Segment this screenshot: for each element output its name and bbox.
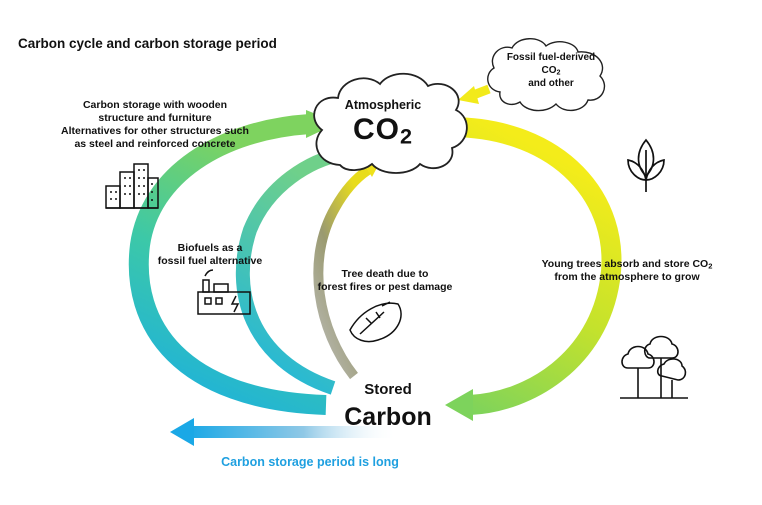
biofuels-text: Biofuels as a fossil fuel alternative (157, 242, 263, 268)
carbon-label: Carbon (344, 403, 432, 431)
young-trees-text: Young trees absorb and store CO2 from th… (541, 258, 713, 284)
arrow-fossil-to-atmosphere (458, 84, 491, 104)
arrow-storage-period (170, 418, 398, 446)
fossil-fuel-text: Fossil fuel-derived CO2 and other (506, 52, 596, 89)
atmospheric-label: Atmospheric (344, 98, 422, 112)
city-buildings-icon (105, 163, 159, 209)
diagram-title: Carbon cycle and carbon storage period (18, 36, 277, 51)
cloud-icon (313, 72, 468, 174)
wood-storage-text: Carbon storage with wooden structure and… (61, 99, 249, 151)
tree-death-text: Tree death due to forest fires or pest d… (317, 268, 453, 294)
atmospheric-co2-formula: CO2 (352, 113, 413, 149)
storage-period-text: Carbon storage period is long (221, 455, 399, 469)
arrow-young-trees (445, 117, 622, 421)
leaf-icon (627, 138, 665, 192)
fossil-cloud-icon (487, 38, 606, 112)
forest-trees-icon (620, 335, 688, 399)
factory-icon (197, 269, 251, 315)
stored-label: Stored (364, 381, 412, 398)
fallen-tree-icon (349, 301, 402, 343)
